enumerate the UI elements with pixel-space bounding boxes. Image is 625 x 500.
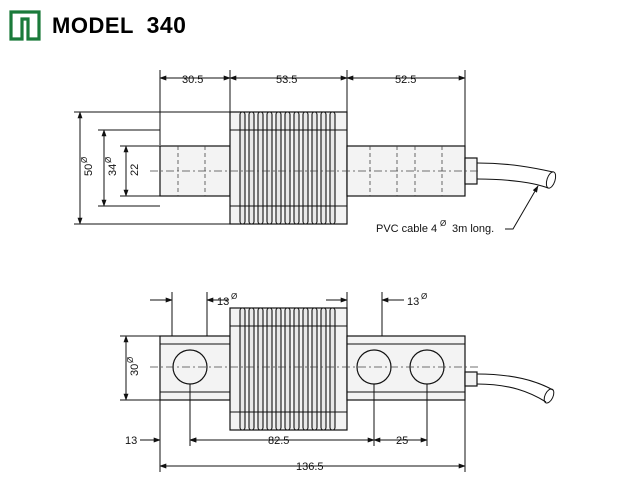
svg-text:Ø: Ø bbox=[421, 292, 427, 301]
green-u-frame-logo-icon bbox=[9, 10, 41, 41]
svg-text:Ø: Ø bbox=[80, 157, 89, 163]
dim-overall-height: 50 Ø bbox=[80, 157, 95, 176]
page-title: MODEL 340 bbox=[52, 12, 186, 39]
svg-text:34: 34 bbox=[107, 164, 119, 176]
model-word: MODEL bbox=[52, 12, 134, 38]
header: MODEL 340 bbox=[8, 8, 186, 42]
svg-text:13: 13 bbox=[217, 296, 229, 308]
side-view: 13 Ø 13 Ø bbox=[120, 292, 555, 473]
svg-text:50: 50 bbox=[83, 164, 95, 176]
cable-side bbox=[476, 373, 554, 391]
dim-label-center-length: 53.5 bbox=[276, 74, 297, 86]
dim-inner-height: 22 bbox=[129, 164, 141, 176]
svg-text:3m long.: 3m long. bbox=[452, 223, 494, 235]
dim-body-height: 34 Ø bbox=[104, 157, 119, 176]
dim-side-height: 30 Ø bbox=[126, 357, 141, 376]
cable-note: PVC cable 4 Ø 3m long. bbox=[376, 219, 494, 235]
svg-text:Ø: Ø bbox=[231, 292, 237, 301]
dim-bottom-left: 13 bbox=[125, 435, 137, 447]
dim-bottom-center: 82.5 bbox=[268, 435, 289, 447]
dim-bottom-right: 25 bbox=[396, 435, 408, 447]
svg-text:13: 13 bbox=[407, 296, 419, 308]
svg-text:22: 22 bbox=[129, 164, 141, 176]
dim-hole-left: 13 Ø bbox=[217, 292, 237, 308]
dim-hole-right: 13 Ø bbox=[407, 292, 427, 308]
top-view: 30.5 53.5 52.5 bbox=[74, 70, 557, 235]
svg-text:Ø: Ø bbox=[104, 157, 113, 163]
cable-top bbox=[476, 162, 554, 173]
dim-overall-length: 136.5 bbox=[296, 461, 324, 473]
dim-label-right-length: 52.5 bbox=[395, 74, 416, 86]
side-cable-gland bbox=[464, 371, 478, 387]
dim-label-left-length: 30.5 bbox=[182, 74, 203, 86]
bellows-fins bbox=[239, 111, 336, 225]
svg-text:PVC cable 4: PVC cable 4 bbox=[376, 223, 437, 235]
side-bellows-fins bbox=[239, 307, 336, 431]
svg-text:Ø: Ø bbox=[126, 357, 135, 363]
svg-text:Ø: Ø bbox=[440, 219, 446, 228]
svg-text:30: 30 bbox=[129, 364, 141, 376]
model-number: 340 bbox=[146, 11, 187, 38]
